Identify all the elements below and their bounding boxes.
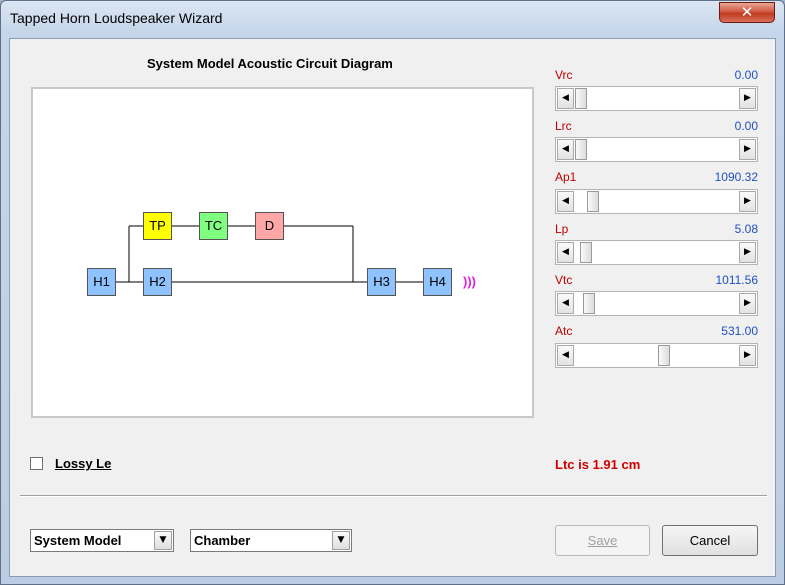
- param-value: 5.08: [734, 222, 758, 236]
- param-scrollbar[interactable]: ◀ ▶: [555, 343, 758, 368]
- h3-block: H3: [367, 268, 396, 296]
- d-block: D: [255, 212, 284, 240]
- save-button-label: Save: [587, 533, 618, 548]
- chevron-down-icon[interactable]: ▼: [332, 531, 350, 550]
- scroll-thumb[interactable]: [575, 88, 587, 109]
- title-bar[interactable]: Tapped Horn Loudspeaker Wizard ✕: [1, 1, 784, 37]
- param-scrollbar[interactable]: ◀ ▶: [555, 86, 758, 111]
- ltc-readout: Ltc is 1.91 cm: [555, 457, 641, 472]
- h4-block: H4: [423, 268, 452, 296]
- scroll-left-icon[interactable]: ◀: [557, 242, 574, 263]
- section-select-value: Chamber: [194, 533, 251, 548]
- param-value: 0.00: [734, 119, 758, 133]
- circuit-wires: [116, 225, 423, 283]
- scroll-right-icon[interactable]: ▶: [739, 345, 756, 366]
- scroll-thumb[interactable]: [582, 293, 595, 314]
- section-select[interactable]: Chamber ▼: [190, 529, 352, 552]
- param-label: Lp: [555, 222, 569, 236]
- scroll-left-icon[interactable]: ◀: [557, 345, 574, 366]
- scroll-left-icon[interactable]: ◀: [557, 191, 574, 212]
- save-button[interactable]: Save: [555, 525, 650, 556]
- cancel-button[interactable]: Cancel: [662, 525, 758, 556]
- scroll-thumb[interactable]: [579, 242, 592, 263]
- close-button[interactable]: ✕: [719, 2, 775, 23]
- acoustic-circuit-diagram: TP TC D H1 H2 H3 H4 ))): [31, 87, 534, 418]
- scroll-thumb[interactable]: [587, 191, 600, 212]
- scroll-right-icon[interactable]: ▶: [739, 242, 756, 263]
- param-label: Vrc: [555, 68, 573, 82]
- window-title: Tapped Horn Loudspeaker Wizard: [10, 10, 223, 26]
- scroll-left-icon[interactable]: ◀: [557, 293, 574, 314]
- scroll-right-icon[interactable]: ▶: [739, 293, 756, 314]
- param-value: 531.00: [721, 324, 758, 338]
- tc-block: TC: [199, 212, 228, 240]
- scroll-thumb[interactable]: [658, 345, 671, 366]
- scroll-thumb[interactable]: [575, 139, 587, 160]
- chevron-down-icon[interactable]: ▼: [154, 531, 172, 550]
- param-label: Lrc: [555, 119, 572, 133]
- lossy-le-label[interactable]: Lossy Le: [55, 456, 112, 471]
- param-label: Ap1: [555, 170, 577, 184]
- param-scrollbar[interactable]: ◀ ▶: [555, 291, 758, 316]
- diagram-title: System Model Acoustic Circuit Diagram: [147, 56, 393, 71]
- param-value: 1090.32: [714, 170, 758, 184]
- scroll-right-icon[interactable]: ▶: [739, 88, 756, 109]
- h2-block: H2: [143, 268, 172, 296]
- scroll-right-icon[interactable]: ▶: [739, 191, 756, 212]
- h1-block: H1: [87, 268, 116, 296]
- sound-output-icon: ))): [463, 274, 476, 289]
- dialog-client: System Model Acoustic Circuit Diagram TP…: [9, 38, 776, 577]
- lossy-le-checkbox[interactable]: [30, 457, 43, 470]
- param-value: 0.00: [734, 68, 758, 82]
- close-icon: ✕: [740, 3, 754, 21]
- tp-block: TP: [143, 212, 172, 240]
- param-value: 1011.56: [715, 273, 759, 287]
- param-label: Atc: [555, 324, 573, 338]
- scroll-right-icon[interactable]: ▶: [739, 139, 756, 160]
- param-scrollbar[interactable]: ◀ ▶: [555, 189, 758, 214]
- param-label: Vtc: [555, 273, 573, 287]
- separator: [20, 495, 767, 497]
- param-scrollbar[interactable]: ◀ ▶: [555, 137, 758, 162]
- model-select[interactable]: System Model ▼: [30, 529, 174, 552]
- scroll-left-icon[interactable]: ◀: [557, 88, 574, 109]
- model-select-value: System Model: [34, 533, 122, 548]
- scroll-left-icon[interactable]: ◀: [557, 139, 574, 160]
- param-scrollbar[interactable]: ◀ ▶: [555, 240, 758, 265]
